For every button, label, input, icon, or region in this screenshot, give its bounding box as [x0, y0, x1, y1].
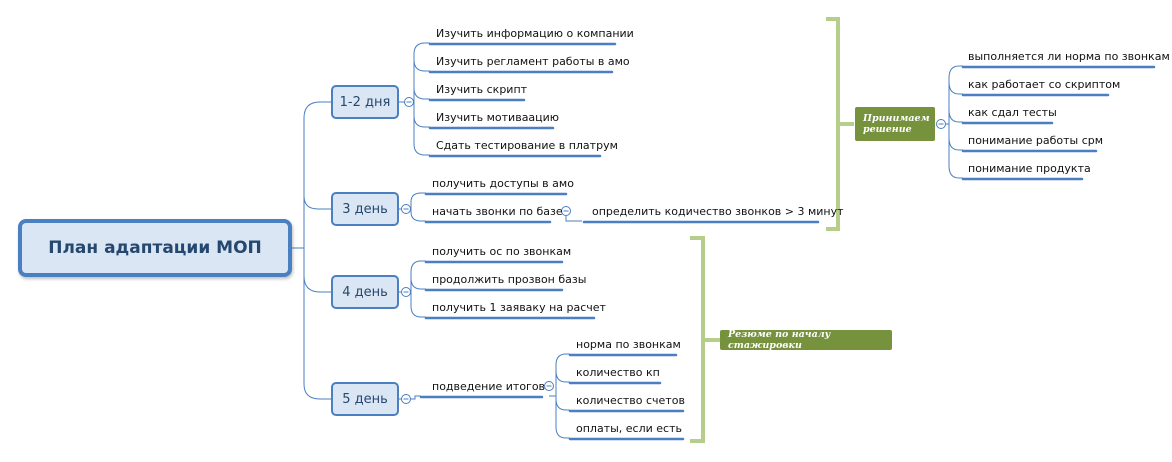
topic-item[interactable]: начать звонки по базе [432, 205, 563, 218]
topic-subitem[interactable]: норма по звонкам [576, 338, 681, 351]
topic-item[interactable]: Сдать тестирование в платрум [436, 139, 618, 152]
topic-subitem[interactable]: определить кодичество звонков > 3 минут [592, 205, 844, 218]
topic-item[interactable]: Изучить информацию о компании [436, 27, 634, 40]
topic-subitem[interactable]: оплаты, если есть [576, 422, 682, 435]
topic-item[interactable]: получить доступы в амо [432, 177, 574, 190]
day-node-3[interactable]: 4 день [331, 275, 399, 309]
decision-note[interactable]: Принимаем решение [855, 107, 935, 141]
topic-item[interactable]: получить ос по звонкам [432, 245, 572, 258]
topic-item[interactable]: подведение итогов [432, 380, 546, 393]
topic-subitem[interactable]: количество кп [576, 366, 660, 379]
topic-item[interactable]: получить 1 заяваку на расчет [432, 301, 606, 314]
decision-item[interactable]: понимание продукта [968, 162, 1091, 175]
resume-note[interactable]: Резюме по началу стажировки [720, 329, 892, 351]
topic-item[interactable]: Изучить скрипт [436, 83, 528, 96]
topic-item[interactable]: Изучить регламент работы в амо [436, 55, 630, 68]
topic-item[interactable]: Изучить мотиваацию [436, 111, 560, 124]
decision-item[interactable]: как работает со скриптом [968, 78, 1121, 91]
root-topic[interactable]: План адаптации МОП [18, 219, 292, 277]
day-node-4[interactable]: 5 день [331, 382, 399, 416]
decision-item[interactable]: как сдал тесты [968, 106, 1057, 119]
decision-item[interactable]: понимание работы срм [968, 134, 1104, 147]
topic-subitem[interactable]: количество счетов [576, 394, 685, 407]
day-node-1[interactable]: 1-2 дня [331, 85, 399, 119]
decision-item[interactable]: выполняется ли норма по звонкам [968, 50, 1170, 63]
topic-item[interactable]: продолжить прозвон базы [432, 273, 587, 286]
day-node-2[interactable]: 3 день [331, 192, 399, 226]
